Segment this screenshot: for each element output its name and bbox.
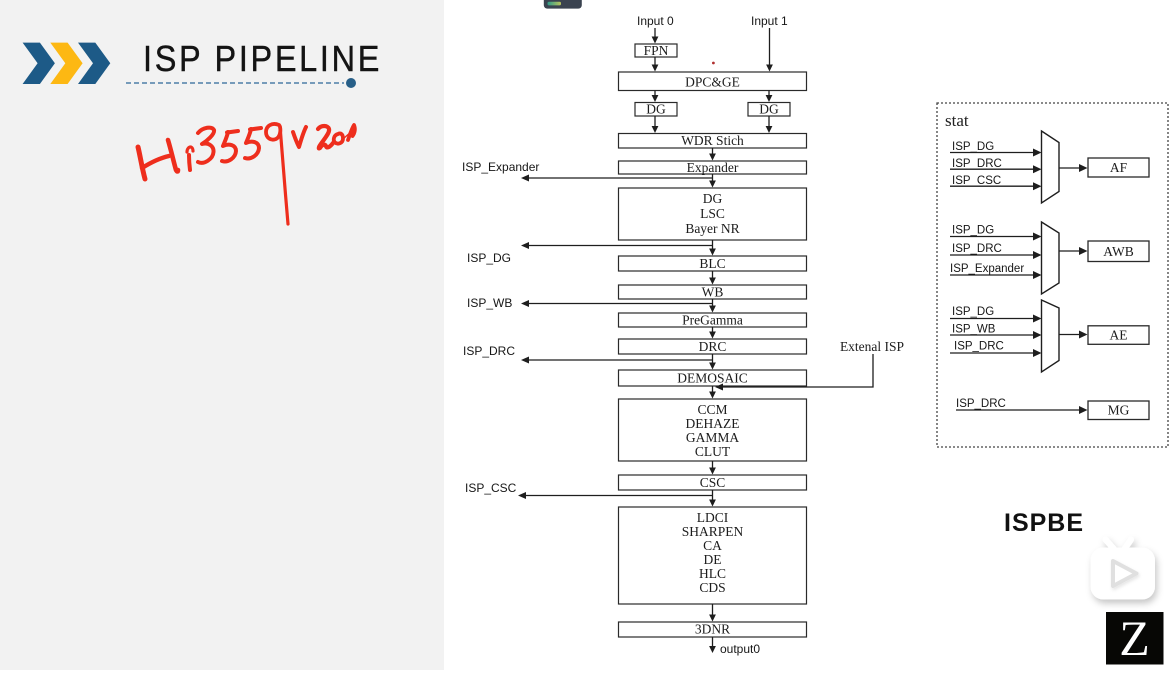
svg-text:AE: AE: [1110, 328, 1128, 343]
svg-text:ISP_DG: ISP_DG: [467, 251, 511, 265]
svg-text:CCM: CCM: [697, 402, 727, 417]
svg-text:ISP_Expander: ISP_Expander: [462, 160, 539, 174]
svg-text:Extenal ISP: Extenal ISP: [840, 339, 904, 354]
svg-text:Bayer NR: Bayer NR: [685, 221, 739, 236]
svg-text:DG: DG: [646, 102, 666, 117]
svg-text:ISP_CSC: ISP_CSC: [952, 175, 1001, 187]
svg-text:WDR Stich: WDR Stich: [681, 133, 744, 148]
svg-text:DG: DG: [703, 191, 723, 206]
svg-text:ISP_DRC: ISP_DRC: [956, 398, 1006, 410]
svg-text:ISP_DG: ISP_DG: [952, 141, 994, 153]
svg-text:GAMMA: GAMMA: [686, 430, 740, 445]
svg-text:output0: output0: [720, 642, 760, 656]
svg-text:CSC: CSC: [700, 475, 726, 490]
svg-text:BLC: BLC: [699, 256, 725, 271]
svg-text:DEHAZE: DEHAZE: [686, 416, 740, 431]
svg-text:DG: DG: [759, 102, 779, 117]
svg-text:ISP_WB: ISP_WB: [467, 296, 512, 310]
svg-text:DEMOSAIC: DEMOSAIC: [677, 371, 748, 386]
svg-text:Z: Z: [1119, 610, 1150, 666]
svg-text:CLUT: CLUT: [695, 444, 731, 459]
svg-text:ISP_DRC: ISP_DRC: [954, 341, 1004, 353]
svg-text:DPC&GE: DPC&GE: [685, 75, 740, 90]
svg-text:HLC: HLC: [699, 566, 726, 581]
svg-text:CA: CA: [703, 538, 722, 553]
svg-text:Input 0: Input 0: [637, 14, 674, 28]
svg-text:PreGamma: PreGamma: [682, 313, 743, 328]
svg-text:ISP_DG: ISP_DG: [952, 306, 994, 318]
svg-text:CDS: CDS: [699, 580, 725, 595]
svg-text:LDCI: LDCI: [697, 510, 729, 525]
svg-text:ISP_Expander: ISP_Expander: [950, 263, 1024, 275]
svg-text:ISP_DRC: ISP_DRC: [952, 243, 1002, 255]
svg-text:FPN: FPN: [644, 43, 669, 58]
svg-text:AWB: AWB: [1103, 244, 1133, 259]
svg-text:DRC: DRC: [699, 339, 727, 354]
svg-text:ISP_WB: ISP_WB: [952, 324, 996, 336]
svg-text:ISP_DRC: ISP_DRC: [952, 158, 1002, 170]
svg-text:MG: MG: [1108, 403, 1130, 418]
svg-text:ISP_DRC: ISP_DRC: [463, 344, 515, 358]
svg-text:Input 1: Input 1: [751, 14, 788, 28]
svg-text:ISP_DG: ISP_DG: [952, 225, 994, 237]
svg-text:Expander: Expander: [687, 160, 739, 175]
svg-text:stat: stat: [945, 111, 969, 130]
svg-text:AF: AF: [1110, 160, 1128, 175]
svg-text:DE: DE: [704, 552, 722, 567]
svg-text:SHARPEN: SHARPEN: [682, 524, 744, 539]
svg-text:ISP_CSC: ISP_CSC: [465, 481, 517, 495]
svg-text:3DNR: 3DNR: [695, 622, 730, 637]
svg-text:WB: WB: [702, 285, 724, 300]
svg-text:LSC: LSC: [700, 206, 725, 221]
